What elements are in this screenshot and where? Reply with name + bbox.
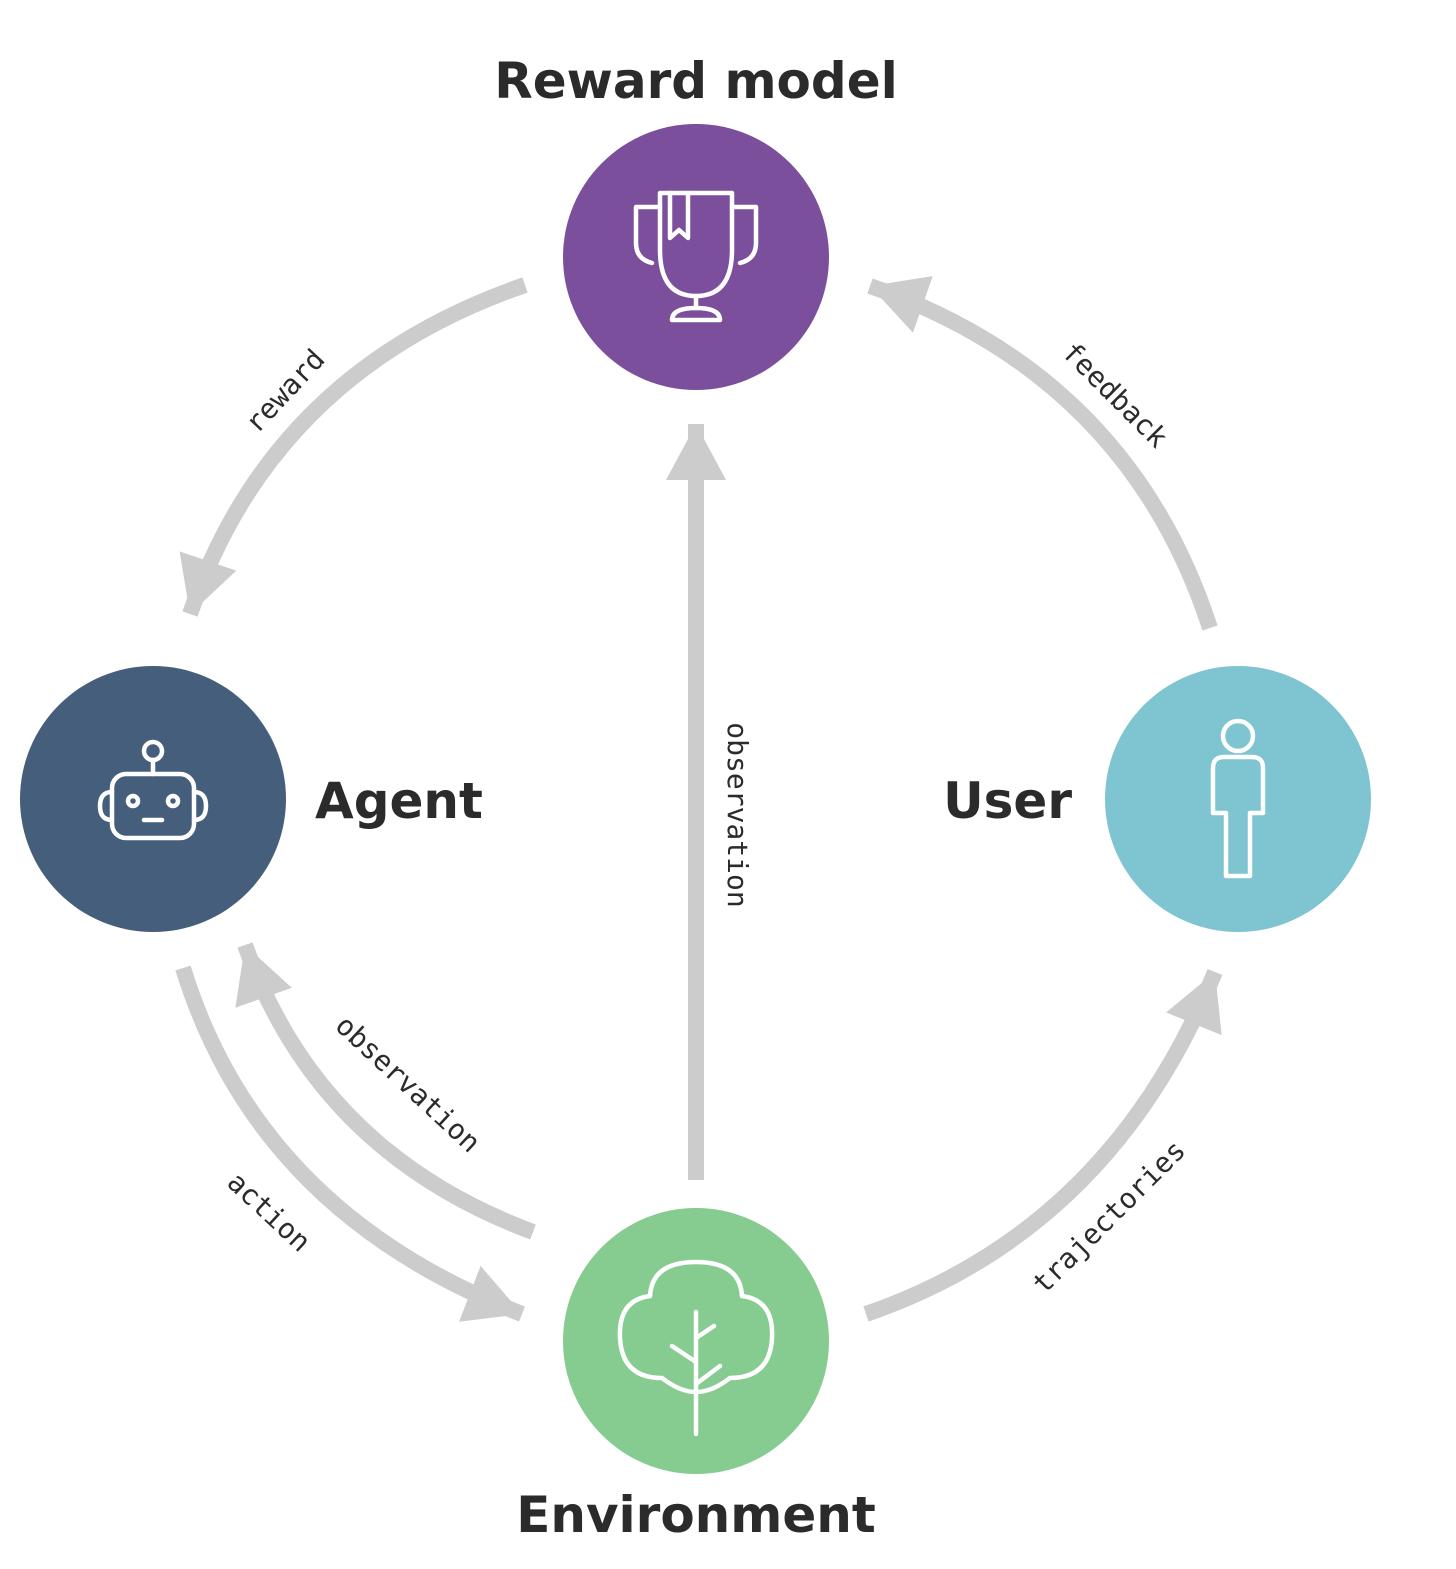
edge-trajectories-arrow (863, 968, 1223, 1322)
edge-label-observation-vertical: observation (721, 722, 754, 907)
environment-label: Environment (516, 1486, 876, 1544)
edge-feedback-arrow (867, 276, 1218, 631)
edge-label-observation-to-agent: observation (329, 1009, 487, 1160)
agent-circle (20, 666, 286, 932)
edge-action-arrow (175, 965, 525, 1322)
agent-label: Agent (315, 772, 483, 830)
tree-icon (617, 1259, 775, 1437)
person-icon (1210, 718, 1266, 879)
reward-model-label: Reward model (494, 52, 898, 110)
reward-model-circle (563, 124, 829, 390)
edge-label-feedback: feedback (1056, 336, 1175, 455)
edge-label-reward: reward (238, 343, 331, 439)
node-agent (20, 666, 286, 932)
edge-observation-to-agent-arrow (235, 942, 536, 1240)
node-reward-model (563, 124, 829, 390)
node-user (1105, 666, 1371, 932)
trophy-icon (633, 190, 759, 323)
user-label: User (943, 772, 1072, 830)
node-environment (563, 1208, 829, 1474)
robot-icon (97, 739, 209, 841)
edge-reward-arrow (179, 277, 528, 617)
user-circle (1105, 666, 1371, 932)
